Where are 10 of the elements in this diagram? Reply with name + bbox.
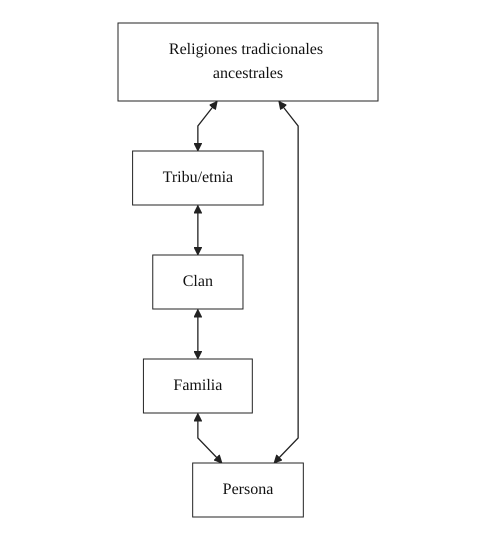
node-box: Religiones tradicionales ancestrales [118,22,378,102]
arrow [193,100,218,152]
node-box: Clan [152,254,244,310]
arrow [193,309,202,360]
arrow [274,100,299,464]
arrow [193,205,202,256]
node-box: Persona [192,462,304,518]
node-box: Tribu/etnia [132,150,264,206]
node-box: Familia [142,358,253,414]
arrow [193,413,222,464]
